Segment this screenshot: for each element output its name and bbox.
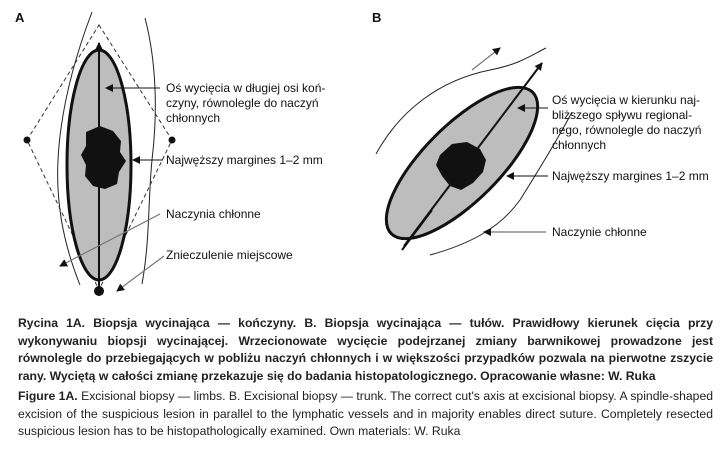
panel-a-leader-anesthesia [116,255,165,292]
panel-b-vessel-lower [429,111,573,256]
panel-b-label-axis-line: chłonnych [552,138,607,152]
panel-a-label-axis: Oś wycięcia w długiej osi koń- czyny, ró… [166,81,325,126]
panel-b-label-axis-line: nego, równolegle do naczyń [552,123,702,137]
panel-a-lesion [81,126,126,189]
caption-english-label: Figure 1A. [18,389,78,403]
panel-a-label-axis-line: chłonnych [166,111,221,125]
panel-a-label-margin: Najwęższy margines 1–2 mm [166,153,323,167]
panel-b-top-arrow [471,47,501,71]
panel-a-point-right [168,136,176,144]
panel-a-label-vessels: Naczynia chłonne [166,207,261,221]
caption-polish: Rycina 1A. Biopsja wycinająca — kończyny… [18,316,713,383]
panel-b-label-margin: Najwęższy margines 1–2 mm [552,169,709,183]
panel-a-label-axis-line: czyny, równolegle do naczyń [166,96,319,110]
panel-a-vessel-left [57,11,93,286]
panel-b-label-axis-line: Oś wycięcia w kierunku naj- [552,93,701,107]
panel-b-drawing [375,47,573,256]
panel-b-label-vessel: Naczynie chłonne [552,225,647,239]
panel-a-letter: A [15,10,25,25]
panel-b-label-axis-line: bliższego spływu regional- [552,108,693,122]
figure: A B Oś wycięcia w długiej osi koń- czyny… [15,10,709,296]
caption-english: Figure 1A. Excisional biopsy — limbs. B.… [18,388,713,441]
panel-a-label-anesthesia: Znieczulenie miejscowe [166,248,293,262]
panel-a-drawing [23,11,176,296]
caption-english-text: Excisional biopsy — limbs. B. Excisional… [18,389,713,438]
panel-b-label-axis: Oś wycięcia w kierunku naj- bliższego sp… [552,93,701,153]
panel-a-label-axis-line: Oś wycięcia w długiej osi koń- [166,81,326,95]
panel-a-point-left [23,136,31,144]
panel-b-letter: B [372,10,382,25]
panel-a-vessel-right [141,17,156,285]
panel-b-axis-tail [401,209,433,251]
panel-b-vessel-upper [375,47,547,155]
figure-drawing [23,11,573,296]
panel-a-leader-vessels [59,213,161,267]
panel-a-axis-base [94,286,104,296]
